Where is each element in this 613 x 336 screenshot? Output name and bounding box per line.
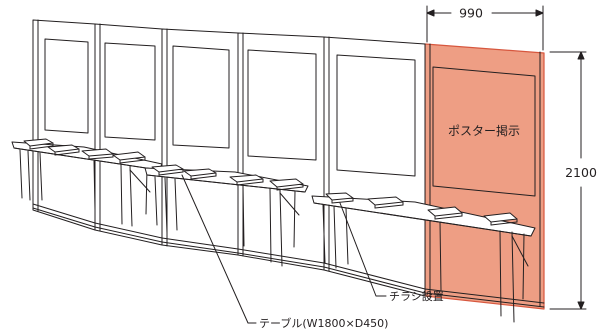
panel-frames: [32, 19, 426, 297]
height-dimension-label: 2100: [565, 165, 597, 180]
height-dimension: [549, 51, 587, 310]
flyer-stacks: [23, 138, 518, 226]
table-3: [311, 195, 536, 323]
panel-posts: [37, 19, 541, 307]
table-1: [11, 141, 163, 227]
table-label: テーブル(W1800×D450): [259, 316, 388, 330]
table-2: [144, 167, 309, 267]
poster-frames: [44, 38, 416, 177]
poster-frame: [432, 66, 536, 197]
leader-lines: [181, 174, 387, 324]
bottom-rails: [32, 203, 545, 308]
poster-area-label: ポスター掲示: [448, 123, 520, 138]
flyer-area-label: チラシ設置: [389, 289, 444, 303]
width-dimension-label: 990: [459, 6, 483, 21]
width-dimension: [426, 5, 544, 51]
